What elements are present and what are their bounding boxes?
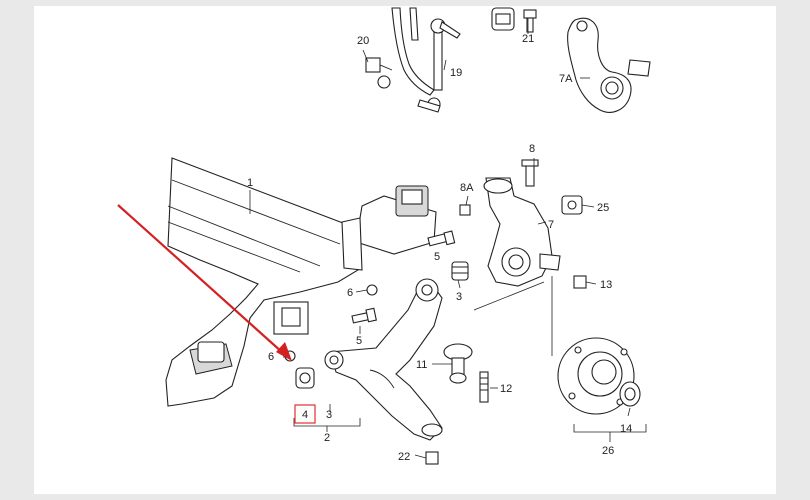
callout-7a: 7A bbox=[559, 73, 573, 85]
highlight-annotations bbox=[117, 204, 316, 424]
stabilizer-nut bbox=[523, 9, 537, 33]
swivel-bearing-7a bbox=[567, 17, 651, 113]
wheel-hub bbox=[557, 337, 635, 415]
control-arm bbox=[324, 278, 443, 441]
control-arm-bushing-4 bbox=[295, 367, 315, 389]
control-arm-bushing-3 bbox=[451, 261, 469, 281]
callout-3-arm: 3 bbox=[326, 409, 332, 421]
callout-2: 2 bbox=[324, 432, 330, 444]
callout-5-upper: 5 bbox=[434, 251, 440, 263]
callout-19: 19 bbox=[450, 67, 462, 79]
callout-12: 12 bbox=[500, 383, 512, 395]
subframe bbox=[165, 157, 359, 407]
callout-7: 7 bbox=[548, 219, 554, 231]
callout-14: 14 bbox=[620, 423, 632, 435]
highlight-box-part-4 bbox=[294, 404, 316, 424]
callout-labels: 1 2 3 3 3 4 5 5 6 6 7 7A 8 8A 11 12 13 1… bbox=[247, 33, 632, 463]
housing-bolt-8 bbox=[521, 159, 539, 187]
callout-5-lower: 5 bbox=[356, 335, 362, 347]
mount-bolt-upper bbox=[427, 230, 456, 247]
callout-20: 20 bbox=[357, 35, 369, 47]
stabilizer-top-bushing bbox=[491, 7, 515, 31]
callout-8: 8 bbox=[529, 143, 535, 155]
nut-13 bbox=[573, 275, 587, 289]
hub-bearing-14 bbox=[619, 381, 641, 407]
callout-25: 25 bbox=[597, 202, 609, 214]
callout-11: 11 bbox=[416, 359, 427, 371]
callout-13: 13 bbox=[600, 279, 612, 291]
pointer-arrow-line bbox=[117, 204, 284, 354]
nut-22 bbox=[425, 451, 439, 465]
stabilizer-bar bbox=[391, 7, 435, 96]
leader-lines bbox=[249, 18, 647, 459]
stabilizer-bracket-bolt bbox=[365, 57, 393, 89]
callout-21: 21 bbox=[522, 33, 534, 45]
mount-nut-upper bbox=[366, 284, 378, 296]
callout-8a: 8A bbox=[460, 182, 474, 194]
callout-4: 4 bbox=[302, 409, 308, 421]
callout-6-lower: 6 bbox=[268, 351, 274, 363]
callout-6-upper: 6 bbox=[347, 287, 353, 299]
callout-26: 26 bbox=[602, 445, 614, 457]
callout-3-bushing: 3 bbox=[456, 291, 462, 303]
clamp-25 bbox=[561, 195, 583, 215]
wheel-bearing-housing bbox=[483, 177, 561, 287]
housing-nut-8a bbox=[459, 204, 471, 216]
pointer-arrowhead-icon bbox=[276, 342, 292, 361]
subframe-rear-mount bbox=[341, 185, 437, 271]
ball-joint-bolt-12 bbox=[479, 371, 489, 403]
stabilizer-link bbox=[417, 18, 461, 113]
mount-bolt-lower bbox=[351, 307, 377, 324]
callout-1: 1 bbox=[247, 177, 253, 189]
callout-22: 22 bbox=[398, 451, 410, 463]
ball-joint bbox=[443, 343, 473, 384]
